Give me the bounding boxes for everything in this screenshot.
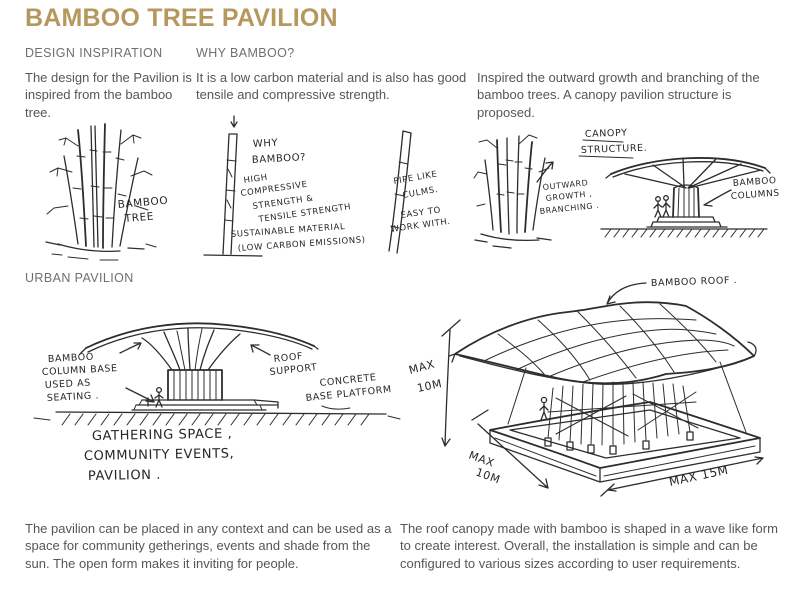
page-title: BAMBOO TREE PAVILION	[25, 4, 338, 32]
column-cluster	[507, 361, 747, 455]
note-column-base-1: BAMBOO	[48, 352, 95, 365]
dimension-depth	[471, 409, 549, 489]
left-bamboo-pole	[203, 115, 263, 257]
note-community-events: COMMUNITY EVENTS,	[84, 446, 235, 464]
pavilion-elevation-sketch: BAMBOO COLUMN BASE USED AS SEATING . ROO…	[33, 322, 401, 484]
elevation-drawing	[33, 322, 401, 426]
dimension-height	[441, 319, 461, 447]
note-roof: ROOF	[273, 351, 303, 365]
note-max-height-2: 10M	[416, 377, 443, 395]
note-growth: GROWTH ,	[545, 189, 592, 203]
note-column-base-3: USED AS	[45, 378, 92, 391]
bamboo-clump	[473, 134, 552, 249]
column-base-arrow	[119, 342, 142, 354]
note-max-width: MAX 15M	[668, 463, 730, 489]
note-gathering-space: GATHERING SPACE ,	[92, 427, 233, 444]
wavy-roof	[448, 301, 757, 385]
heading-design-inspiration: DESIGN INSPIRATION	[25, 46, 163, 60]
paragraph-design-inspiration: The design for the Pavilion is inspired …	[25, 70, 192, 120]
note-structure: STRUCTURE.	[581, 143, 648, 156]
note-branching: BRANCHING .	[539, 201, 600, 216]
paragraph-canopy-concept: Inspired the outward growth and branchin…	[477, 70, 760, 120]
note-pipe-like: PIPE LIKE	[393, 169, 438, 187]
note-bamboo-q: BAMBOO?	[252, 152, 307, 166]
footer-paragraph-left: The pavilion can be placed in any contex…	[25, 521, 392, 571]
underline-squiggle	[321, 405, 351, 410]
note-base-platform: BASE PLATFORM	[305, 384, 392, 404]
bamboo-roof-arrow	[606, 282, 647, 305]
note-canopy: CANOPY	[585, 128, 628, 140]
dimension-width	[600, 456, 764, 497]
note-work-with: WORK WITH.	[390, 217, 451, 235]
paragraph-why-bamboo: It is a low carbon material and is also …	[196, 70, 467, 103]
note-high: HIGH	[243, 173, 268, 186]
bamboo-columns-arrow	[703, 189, 732, 207]
note-culms: CULMS.	[402, 185, 439, 201]
note-max-depth-2: 10M	[474, 466, 502, 487]
note-pavilion: PAVILION .	[88, 468, 161, 484]
bamboo-leaves	[46, 134, 153, 215]
ground-strokes	[45, 241, 157, 261]
seating-arrow	[125, 387, 155, 403]
note-max-height-1: MAX	[407, 358, 436, 377]
note-column-base-4: SEATING .	[47, 390, 100, 404]
note-support: SUPPORT	[269, 362, 318, 378]
note-bamboo-columns: BAMBOO	[733, 176, 777, 189]
underline-strokes	[578, 139, 634, 159]
note-bamboo-roof: BAMBOO ROOF .	[651, 275, 738, 289]
base-platform	[489, 401, 761, 483]
roof-support-arrow	[250, 344, 271, 356]
person-figure	[539, 396, 549, 421]
footer-paragraph-right: The roof canopy made with bamboo is shap…	[400, 521, 778, 571]
note-why: WHY	[253, 138, 279, 150]
note-column-base-2: COLUMN BASE	[42, 363, 118, 378]
heading-why-bamboo: WHY BAMBOO?	[196, 46, 295, 60]
label-bamboo-tree: BAMBOO	[117, 195, 168, 211]
bamboo-tree-sketch: BAMBOO TREE	[45, 123, 169, 261]
note-bamboo-columns-2: COLUMNS	[731, 189, 781, 202]
right-bamboo-pole	[388, 130, 412, 254]
outward-growth-arrow	[536, 161, 554, 183]
bamboo-culms	[63, 123, 139, 249]
heading-urban-pavilion: URBAN PAVILION	[25, 271, 134, 285]
canopy-pavilion-drawing	[600, 157, 771, 238]
why-bamboo-sketch: WHY BAMBOO? HIGH COMPRESSIVE STRENGTH & …	[203, 115, 451, 257]
label-bamboo-tree-2: TREE	[123, 210, 154, 225]
pavilion-perspective-sketch: BAMBOO ROOF .	[407, 275, 764, 497]
canopy-concept-sketch: OUTWARD GROWTH , BRANCHING . CANOPY STRU…	[473, 128, 781, 249]
